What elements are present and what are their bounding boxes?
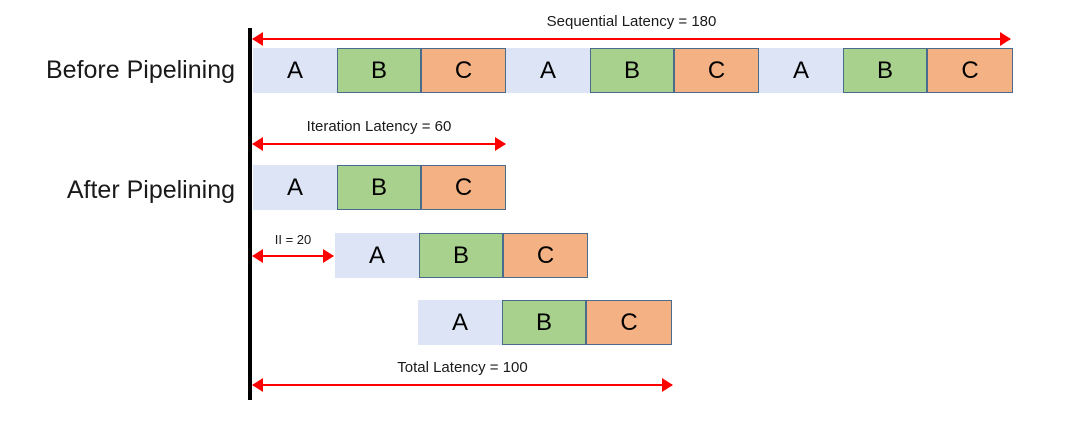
row-label-before-pipelining: Before Pipelining <box>45 56 235 84</box>
arrow-head-left-icon <box>252 249 263 263</box>
stage-box-c: C <box>927 48 1013 93</box>
stage-box-b: B <box>337 48 421 93</box>
measure-total-latency: Total Latency = 100 <box>252 360 673 396</box>
stage-box-b: B <box>590 48 674 93</box>
stage-box-c: C <box>421 165 506 210</box>
time-axis-line <box>248 28 252 400</box>
pipelined-stage-row-iteration-3: A B C <box>418 300 672 345</box>
stage-box-b: B <box>843 48 927 93</box>
stage-box-b: B <box>419 233 503 278</box>
measure-iteration-latency-label: Iteration Latency = 60 <box>306 118 452 135</box>
pipelined-stage-row-iteration-2: A B C <box>335 233 588 278</box>
measure-total-latency-label: Total Latency = 100 <box>397 359 528 376</box>
stage-box-a: A <box>253 48 337 93</box>
pipelined-stage-row-iteration-1: A B C <box>253 165 506 210</box>
arrow-head-left-icon <box>252 137 263 151</box>
stage-box-c: C <box>421 48 506 93</box>
row-label-after-pipelining: After Pipelining <box>66 176 235 204</box>
stage-box-c: C <box>503 233 588 278</box>
measure-sequential-latency-label: Sequential Latency = 180 <box>546 13 717 30</box>
arrow-head-right-icon <box>1000 32 1011 46</box>
measure-iteration-latency: Iteration Latency = 60 <box>252 119 506 155</box>
stage-box-b: B <box>337 165 421 210</box>
sequential-stage-row: A B C A B C A B C <box>253 48 1013 93</box>
stage-box-a: A <box>335 233 419 278</box>
arrow-head-right-icon <box>323 249 334 263</box>
stage-box-a: A <box>253 165 337 210</box>
measure-sequential-latency: Sequential Latency = 180 <box>252 14 1011 50</box>
measure-initiation-interval: II = 20 <box>252 233 334 267</box>
stage-box-b: B <box>502 300 586 345</box>
measure-initiation-interval-label: II = 20 <box>274 232 312 247</box>
arrow-line <box>253 38 1010 40</box>
arrow-line <box>253 143 505 145</box>
stage-box-a: A <box>418 300 502 345</box>
stage-box-c: C <box>674 48 759 93</box>
stage-box-a: A <box>506 48 590 93</box>
stage-box-a: A <box>759 48 843 93</box>
arrow-head-right-icon <box>495 137 506 151</box>
arrow-head-left-icon <box>252 378 263 392</box>
arrow-head-right-icon <box>662 378 673 392</box>
arrow-line <box>253 255 333 257</box>
arrow-line <box>253 384 672 386</box>
stage-box-c: C <box>586 300 672 345</box>
arrow-head-left-icon <box>252 32 263 46</box>
